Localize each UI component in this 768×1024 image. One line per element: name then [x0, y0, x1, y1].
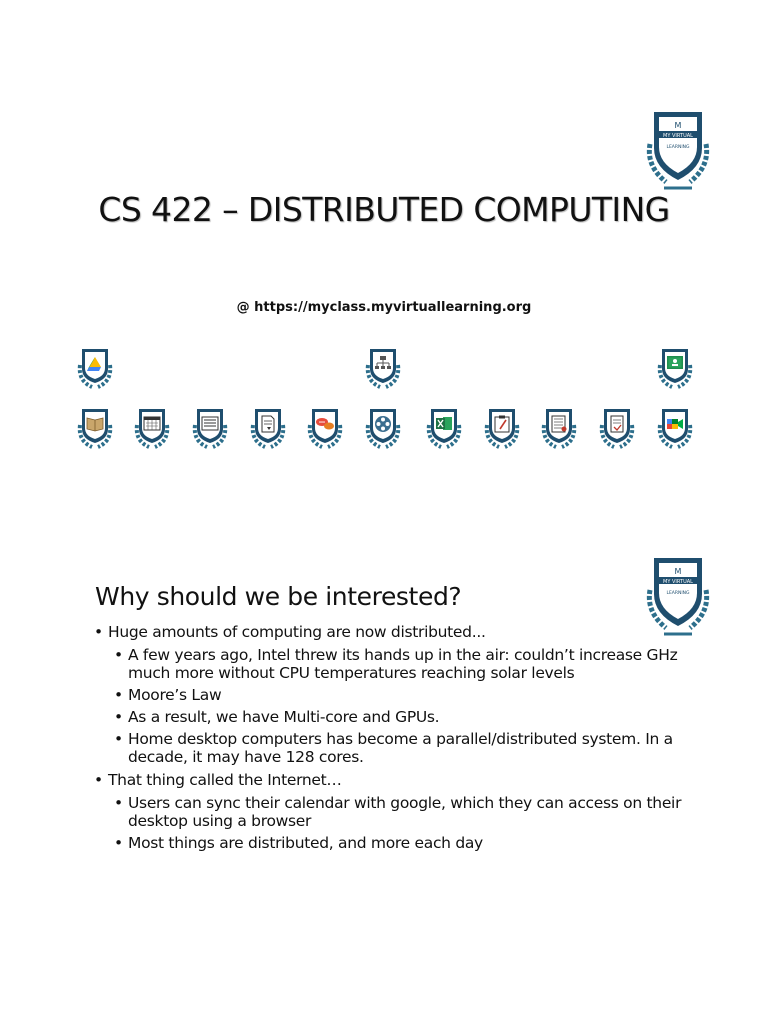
chat-icon[interactable]	[302, 405, 348, 451]
sub-bullet-item: Home desktop computers has become a para…	[114, 730, 694, 766]
sitemap-icon[interactable]	[360, 345, 406, 391]
logo-line1: MY VIRTUAL	[663, 579, 693, 585]
bullet-list: Huge amounts of computing are now distri…	[94, 622, 694, 856]
slide-title: CS 422 – DISTRIBUTED COMPUTING	[98, 190, 670, 229]
bullet-item: That thing called the Internet…	[94, 770, 694, 790]
logo-line2: LEARNING	[666, 144, 690, 150]
sub-bullet-item: As a result, we have Multi-core and GPUs…	[114, 708, 694, 726]
calendar-icon[interactable]	[129, 405, 175, 451]
document-icon[interactable]	[245, 405, 291, 451]
list-icon[interactable]	[187, 405, 233, 451]
clipboard-icon[interactable]	[479, 405, 525, 451]
excel-icon[interactable]	[421, 405, 467, 451]
slide-2: M MY VIRTUAL LEARNING Why should we be i…	[0, 512, 768, 1024]
bullet-item: Huge amounts of computing are now distri…	[94, 622, 694, 642]
book-icon[interactable]	[72, 405, 118, 451]
sub-bullet-item: Moore’s Law	[114, 686, 694, 704]
class-url: @ https://myclass.myvirtuallearning.org	[236, 300, 532, 315]
logo-line2: LEARNING	[666, 590, 690, 596]
classroom-icon[interactable]	[652, 345, 698, 391]
gamepad-icon[interactable]	[360, 405, 406, 451]
sub-bullet-item: Users can sync their calendar with googl…	[114, 794, 694, 830]
slide-heading: Why should we be interested?	[95, 582, 462, 611]
meet-icon[interactable]	[652, 405, 698, 451]
virtual-learning-logo: M MY VIRTUAL LEARNING	[636, 550, 720, 640]
sub-bullet-item: Most things are distributed, and more ea…	[114, 834, 694, 852]
form-icon[interactable]	[594, 405, 640, 451]
spreadsheet-icon[interactable]	[536, 405, 582, 451]
virtual-learning-logo: M MY VIRTUAL LEARNING	[636, 104, 720, 194]
logo-initial: M	[675, 121, 682, 130]
logo-line1: MY VIRTUAL	[663, 133, 693, 139]
logo-initial: M	[675, 567, 682, 576]
slide-1: M MY VIRTUAL LEARNING CS 422 – DISTRIBUT…	[72, 104, 720, 451]
drive-icon[interactable]	[72, 345, 118, 391]
sub-bullet-item: A few years ago, Intel threw its hands u…	[114, 646, 694, 682]
